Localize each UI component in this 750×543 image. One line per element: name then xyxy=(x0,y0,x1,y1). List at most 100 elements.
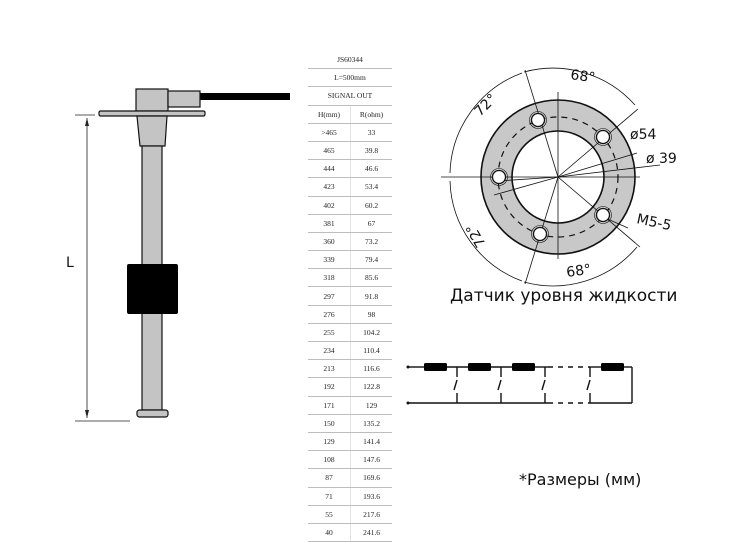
resistance-cell: 53.4 xyxy=(350,177,392,197)
column-header-resistance: R(ohm) xyxy=(350,105,392,124)
signal-cell: SIGNAL OUT xyxy=(308,86,392,106)
height-cell: 360 xyxy=(308,232,351,252)
reed-switch xyxy=(497,367,502,403)
height-cell: 381 xyxy=(308,214,351,233)
height-cell: 192 xyxy=(308,377,351,397)
angle-arc-lower-left xyxy=(449,180,523,282)
height-cell: 71 xyxy=(308,487,351,506)
bolt-hole xyxy=(490,168,508,186)
resistance-cell: 33 xyxy=(350,123,392,142)
angle-label-bottom: 68° xyxy=(565,262,592,281)
length-cell: L=500mm xyxy=(308,68,392,88)
sensor-connector xyxy=(167,90,201,108)
resistance-table: JS60344 L=500mm SIGNAL OUT H(mm) R(ohm) … xyxy=(308,51,392,543)
arrow-down-icon xyxy=(85,410,89,418)
resistance-cell: 104.2 xyxy=(350,323,392,343)
resistor xyxy=(424,363,447,371)
reed-switch xyxy=(453,367,458,403)
bolt-hole xyxy=(529,111,547,129)
height-cell: 234 xyxy=(308,341,351,361)
height-cell: 87 xyxy=(308,468,351,488)
resistance-cell: 135.2 xyxy=(350,414,392,433)
height-cell: 129 xyxy=(308,432,351,452)
column-header-height: H(mm) xyxy=(308,105,351,124)
height-cell: 444 xyxy=(308,159,351,179)
resistor xyxy=(512,363,535,371)
height-cell: 40 xyxy=(308,523,351,543)
resistance-cell: 129 xyxy=(350,396,392,415)
resistance-cell: 241.6 xyxy=(350,523,392,543)
height-cell: 55 xyxy=(308,505,351,524)
bolt-hole xyxy=(531,225,549,243)
arrow-up-icon xyxy=(85,118,89,126)
diameter-outer-label: ø54 xyxy=(630,127,656,143)
resistance-cell: 85.6 xyxy=(350,268,392,288)
product-title: Датчик уровня жидкости xyxy=(450,286,678,306)
angle-label-top: 68° xyxy=(569,67,596,86)
height-cell: 402 xyxy=(308,196,351,215)
resistance-cell: 217.6 xyxy=(350,505,392,524)
sensor-bottom-stop xyxy=(136,409,169,418)
resistance-cell: 60.2 xyxy=(350,196,392,215)
angle-arc-top xyxy=(523,67,636,106)
angle-arc-bottom xyxy=(523,246,638,287)
reed-switch xyxy=(586,367,591,403)
thread-label: M5-5 xyxy=(635,211,673,234)
sensor-float xyxy=(127,264,178,314)
height-cell: >465 xyxy=(308,123,351,142)
height-cell: 465 xyxy=(308,141,351,161)
resistance-cell: 147.6 xyxy=(350,450,392,470)
resistance-cell: 98 xyxy=(350,305,392,324)
model-cell: JS60344 xyxy=(308,51,392,70)
resistance-cell: 73.2 xyxy=(350,232,392,252)
diameter-inner-label: ø 39 xyxy=(646,151,677,167)
height-cell: 150 xyxy=(308,414,351,433)
resistance-cell: 39.8 xyxy=(350,141,392,161)
sensor-body xyxy=(136,115,168,147)
resistance-cell: 46.6 xyxy=(350,159,392,179)
height-cell: 423 xyxy=(308,177,351,197)
height-cell: 276 xyxy=(308,305,351,324)
resistance-cell: 67 xyxy=(350,214,392,233)
angle-arc-upper-left xyxy=(449,72,523,174)
resistance-cell: 79.4 xyxy=(350,250,392,270)
height-cell: 108 xyxy=(308,450,351,470)
resistor xyxy=(468,363,491,371)
bolt-hole xyxy=(594,128,612,146)
resistance-cell: 116.6 xyxy=(350,359,392,379)
length-label: L xyxy=(66,255,74,271)
height-cell: 213 xyxy=(308,359,351,379)
resistance-cell: 110.4 xyxy=(350,341,392,361)
bolt-hole xyxy=(594,206,612,224)
height-cell: 171 xyxy=(308,396,351,415)
resistance-cell: 141.4 xyxy=(350,432,392,452)
height-cell: 255 xyxy=(308,323,351,343)
units-note: *Размеры (мм) xyxy=(519,470,642,489)
height-cell: 339 xyxy=(308,250,351,270)
sensor-cable xyxy=(200,93,290,100)
resistor xyxy=(601,363,624,371)
height-cell: 297 xyxy=(308,286,351,306)
